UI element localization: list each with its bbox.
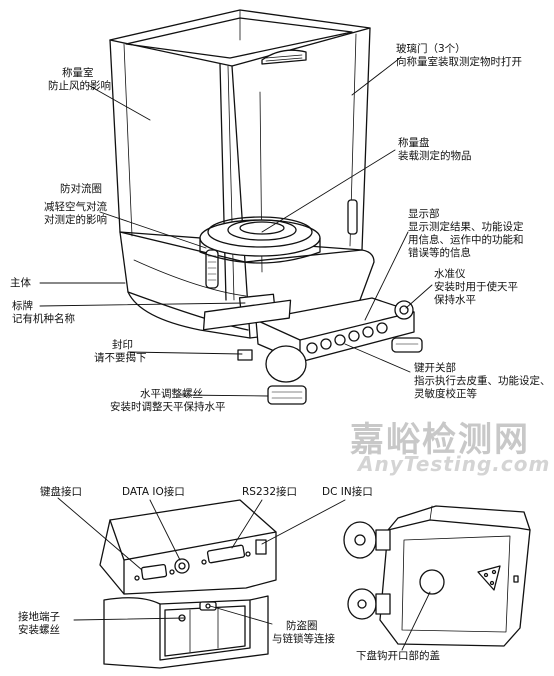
label-draft-ring: 防对流圈 减轻空气对流 对测定的影响 [44,183,107,226]
hook-cover [420,570,444,594]
label-level: 水准仪 安装时用于使天平 保持水平 [434,268,518,306]
label-key-switches: 键开关部 指示执行去皮重、功能设定、 灵敏度校正等 [414,362,551,400]
label-display: 显示部 显示测定结果、功能设定 用信息、运作中的功能和 错误等的信息 [408,208,524,259]
label-hook-cover: 下盘钩开口部的盖 [356,650,440,662]
label-keyboard-port: 键盘接口 [40,486,82,498]
label-ground-terminal: 接地端子 安装螺丝 [18,611,60,636]
label-rs232-port: RS232接口 [242,486,298,498]
label-leveling-foot: 水平调整螺丝 安装时调整天平保持水平 [110,388,226,413]
weighing-pan [200,217,320,263]
control-panel [204,298,414,362]
label-nameplate: 标牌 记有机种名称 [12,300,75,325]
label-body: 主体 [10,277,31,289]
leader-lines-bottom-left [58,498,345,624]
weighing-chamber [110,10,370,300]
label-dc-in-port: DC IN接口 [322,486,373,498]
label-data-io-port: DATA IO接口 [122,486,185,498]
rear-panel-illustration [100,500,276,668]
label-anti-theft-ring: 防盗圈 与链锁等连接 [272,620,335,645]
watermark-en: AnyTesting.com [358,452,551,476]
leveling-feet [238,338,422,404]
label-weighing-chamber: 称量室 防止风的影响 [48,67,111,92]
leader-lines-top [40,58,432,396]
label-seal: 封印 请不要揭下 [94,339,147,364]
watermark-cn: 嘉峪检测网 [350,420,530,460]
balance-illustration [110,10,422,404]
underside-illustration [344,506,530,646]
label-weighing-pan: 称量盘 装载测定的物品 [398,137,472,162]
label-glass-door: 玻璃门（3个） 向称量室装取测定物时打开 [396,43,522,68]
